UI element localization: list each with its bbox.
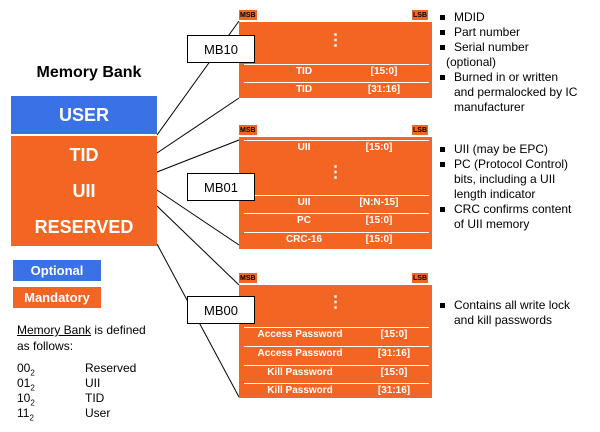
mb01-msb-tag: MSB (239, 125, 257, 135)
legend-mandatory: Mandatory (13, 287, 101, 308)
bank-user: USER (11, 96, 157, 134)
mb10-bullets: MDID Part number Serial number (optional… (440, 10, 577, 115)
mb01-row: CRC-16 [15:0] (244, 232, 429, 246)
mb00-row: Kill Password [31:16] (244, 383, 429, 397)
uii-connector-bottom (156, 189, 240, 246)
mb01-label: MB01 (187, 173, 255, 201)
mb10-ellipsis: ⋮ (327, 32, 344, 49)
code-row: 102 TID (17, 391, 105, 408)
code-row: 112 User (17, 406, 111, 423)
code-row: 012 UII (17, 376, 101, 393)
mb00-block (239, 285, 432, 398)
mb01-row: UII [15:0] (244, 140, 429, 154)
bank-reserved: RESERVED (11, 208, 157, 246)
mb01-row: UII [N:N-15] (244, 195, 429, 209)
mb10-msb-tag: MSB (239, 10, 257, 20)
definition-text: Memory Bank is defined as follows: (17, 322, 146, 354)
code-row: 002 Reserved (17, 361, 137, 378)
mb00-row: Kill Password [15:0] (244, 365, 429, 379)
reserved-connector-top (156, 205, 240, 286)
mb10-lsb-tag: LSB (412, 10, 428, 20)
definition-rest: is defined (91, 323, 146, 337)
mb01-bullets: UII (may be EPC) PC (Protocol Control) b… (440, 142, 571, 232)
definition-underlined: Memory Bank (17, 323, 92, 337)
bank-uii: UII (11, 172, 157, 210)
mb10-row: TID [31:16] (244, 82, 429, 96)
mb00-row: Access Password [15:0] (244, 327, 429, 341)
tid-connector-bottom (156, 97, 240, 154)
mb10-row: TID [15:0] (244, 64, 429, 78)
legend-optional: Optional (13, 260, 101, 281)
mb01-ellipsis: ⋮ (327, 164, 344, 181)
mb00-label: MB00 (187, 296, 255, 324)
mb00-ellipsis: ⋮ (327, 294, 344, 311)
mb10-block (239, 22, 432, 98)
mb00-msb-tag: MSB (239, 273, 257, 283)
mb00-row: Access Password [31:16] (244, 346, 429, 360)
bank-tid: TID (11, 136, 157, 174)
mb01-block (239, 137, 432, 249)
definition-line2: as follows: (17, 339, 74, 353)
memory-bank-title: Memory Bank (36, 64, 142, 81)
mb00-lsb-tag: LSB (412, 273, 428, 283)
uii-connector-top (156, 139, 240, 173)
mb01-lsb-tag: LSB (412, 125, 428, 135)
mb01-row: PC [15:0] (244, 213, 429, 227)
mb10-label: MB10 (187, 35, 255, 63)
mb00-bullets: Contains all write lock and kill passwor… (440, 298, 570, 328)
